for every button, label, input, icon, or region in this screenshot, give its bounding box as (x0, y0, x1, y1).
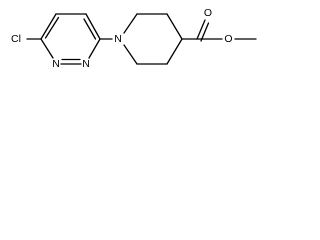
atom-label-carbonyl-o: O (204, 7, 212, 19)
bond-c6-c5 (40, 13, 57, 40)
methyl-ester-group (181, 19, 257, 42)
bond-c3-n2 (88, 38, 101, 59)
atom-label-ester-o: O (224, 33, 232, 45)
atom-label-piperidine-n: N (114, 33, 122, 45)
pyridazine-ring (26, 13, 101, 65)
bond-c4-c3 (85, 13, 101, 40)
bond-carbonyl-double-1 (196, 19, 206, 40)
bond-pn-c2 (123, 13, 138, 34)
bond-carbonyl-double-2 (200, 22, 210, 42)
atom-label-chlorine: Cl (11, 33, 21, 45)
bond-c6-c5-inner (44, 16, 60, 39)
piperidine-ring (123, 13, 183, 65)
bond-c3-c4 (166, 13, 183, 40)
molecule-structure-diagram: Cl N N N O O (11, 7, 257, 70)
bond-c4-c3-inner (83, 18, 97, 40)
bond-c4-c5 (166, 38, 183, 65)
atom-label-pyridazine-n2: N (82, 58, 90, 70)
bond-c6-pn (123, 44, 138, 65)
atom-label-pyridazine-n1: N (52, 58, 60, 70)
bond-n1-c6 (40, 38, 54, 59)
